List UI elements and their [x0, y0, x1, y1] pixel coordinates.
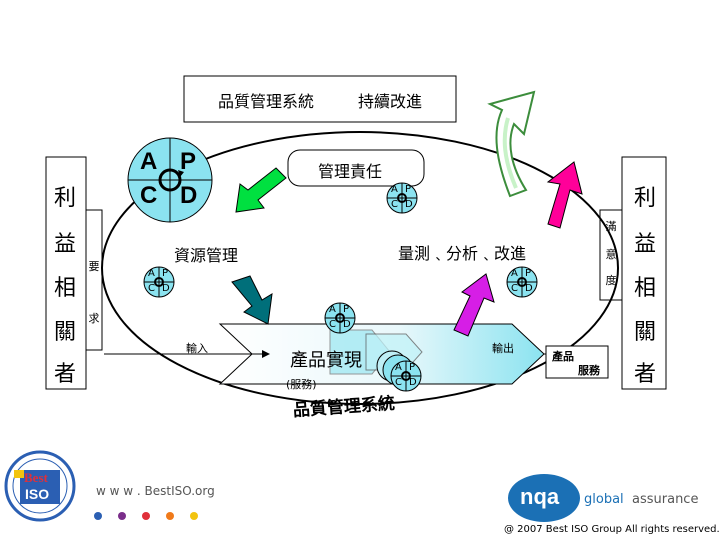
pdca-res-p: P: [162, 268, 169, 279]
bestiso-logo: [4, 450, 76, 522]
dot-1: [94, 512, 102, 520]
pdca-mgmt-a: A: [391, 184, 398, 195]
right-stakeholder-char-5: 者: [633, 362, 656, 387]
pdca-res-a: A: [148, 268, 155, 279]
logo-word-best: Best: [24, 470, 48, 485]
banner-box: [183, 75, 457, 123]
pdca-center-d: D: [343, 319, 351, 330]
pdca-center-p: P: [343, 304, 350, 315]
dot-4: [166, 512, 174, 520]
right-stakeholder-char-3: 相: [633, 276, 656, 301]
pdca-center-c: C: [329, 319, 336, 330]
satisfaction-char-1: 滿: [605, 220, 617, 233]
teal-arrow: [231, 275, 273, 325]
logo-word-iso: ISO: [25, 486, 50, 502]
right-stakeholder-char-1: 利: [633, 186, 656, 211]
pdca-meas-d: D: [525, 283, 533, 294]
left-stakeholder-char-3: 相: [53, 276, 76, 301]
requirements-char-2: 求: [88, 312, 100, 325]
pdca-real-c: C: [395, 377, 402, 388]
flow-output: 輸出: [492, 342, 514, 355]
nqa-tagline-assurance: assurance: [632, 492, 699, 507]
dot-2: [118, 512, 126, 520]
pdca-mgmt-d: D: [405, 199, 413, 210]
pdca-real-p: P: [409, 362, 416, 373]
nqa-tagline-global: global: [584, 492, 624, 507]
product-line-1: 產品: [552, 350, 574, 363]
pdca-large-p: P: [180, 148, 197, 175]
process-resources: 資源管理: [174, 246, 239, 265]
left-stakeholder-char-2: 益: [53, 232, 76, 257]
pdca-meas-a: A: [511, 268, 518, 279]
pdca-mgmt-p: P: [405, 184, 412, 195]
process-realization: 產品實現: [290, 350, 362, 371]
right-stakeholder-char-4: 關: [633, 320, 656, 345]
nqa-brand: nqa: [520, 484, 560, 509]
pdca-wheel-management: [386, 182, 418, 214]
pdca-wheel-large: [127, 137, 213, 223]
banner-title: 品質管理系統: [218, 92, 315, 111]
dot-5: [190, 512, 198, 520]
process-measurement: 量測﹑分析﹑改進: [398, 244, 527, 263]
pdca-large-d: D: [180, 182, 198, 209]
management-box: [287, 149, 425, 187]
pdca-res-c: C: [148, 283, 155, 294]
pdca-large-a: A: [140, 148, 158, 175]
pdca-real-a: A: [395, 362, 402, 373]
website-link[interactable]: w w w . BestISO.org: [96, 484, 215, 498]
right-stakeholder-char-2: 益: [633, 232, 656, 257]
pdca-wheel-measurement: [506, 266, 538, 298]
left-stakeholder-box: [45, 156, 87, 390]
satisfaction-char-3: 度: [605, 274, 617, 287]
requirements-char-1: 要: [88, 260, 100, 273]
process-loop: [101, 131, 619, 405]
pdca-wheel-center: [324, 302, 356, 334]
right-stakeholder-box: [621, 156, 667, 390]
left-stakeholder-char-5: 者: [53, 362, 76, 387]
pdca-center-a: A: [329, 304, 336, 315]
copyright: @ 2007 Best ISO Group All rights reserve…: [504, 524, 720, 535]
product-line-2: 服務: [578, 364, 600, 377]
pdca-large-c: C: [140, 182, 158, 209]
pdca-res-d: D: [162, 283, 170, 294]
nqa-logo-mark: [508, 474, 580, 522]
process-management: 管理責任: [318, 162, 383, 181]
green-arrow: [235, 167, 287, 213]
dot-3: [142, 512, 150, 520]
pdca-real-d: D: [409, 377, 417, 388]
requirements-strip: [85, 209, 103, 351]
pdca-meas-c: C: [511, 283, 518, 294]
product-box: [545, 345, 609, 379]
flow-input: 輸入: [186, 342, 208, 355]
magenta-arrow: [453, 273, 495, 337]
pdca-wheel-resources: [143, 266, 175, 298]
left-stakeholder-char-4: 關: [53, 320, 76, 345]
banner-subtitle: 持續改進: [358, 92, 423, 111]
pink-arrow: [546, 161, 583, 229]
left-stakeholder-char-1: 利: [53, 186, 76, 211]
satisfaction-char-2: 意: [605, 248, 617, 261]
pdca-wheel-realization: [376, 350, 422, 392]
process-service: (服務): [286, 378, 317, 391]
improvement-arrow: [487, 90, 536, 198]
pdca-meas-p: P: [525, 268, 532, 279]
pdca-mgmt-c: C: [391, 199, 398, 210]
